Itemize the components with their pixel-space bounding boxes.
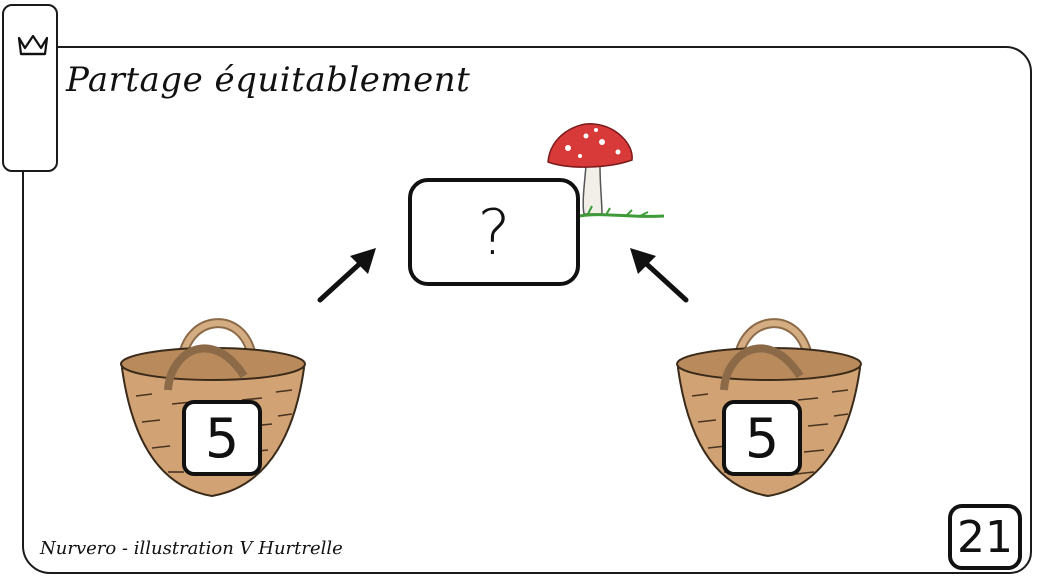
mushroom — [547, 123, 665, 218]
arrow-right — [630, 248, 689, 303]
basket-count-box[interactable]: 5 — [182, 400, 262, 476]
basket-count-box[interactable]: 5 — [722, 400, 802, 476]
result-label: ? — [477, 195, 511, 269]
basket-count: 5 — [204, 406, 240, 470]
credit-text: Nurvero - illustration V Hurtrelle — [40, 538, 343, 559]
crown-icon — [17, 34, 49, 56]
card-frame — [22, 46, 1032, 574]
page-number-box: 21 — [948, 504, 1022, 570]
arrow-left — [317, 248, 376, 303]
side-tab — [2, 4, 58, 172]
result-box[interactable]: ? — [408, 178, 580, 286]
basket-count: 5 — [744, 406, 780, 470]
page-number: 21 — [957, 511, 1013, 563]
card-title: Partage équitablement — [66, 60, 471, 100]
